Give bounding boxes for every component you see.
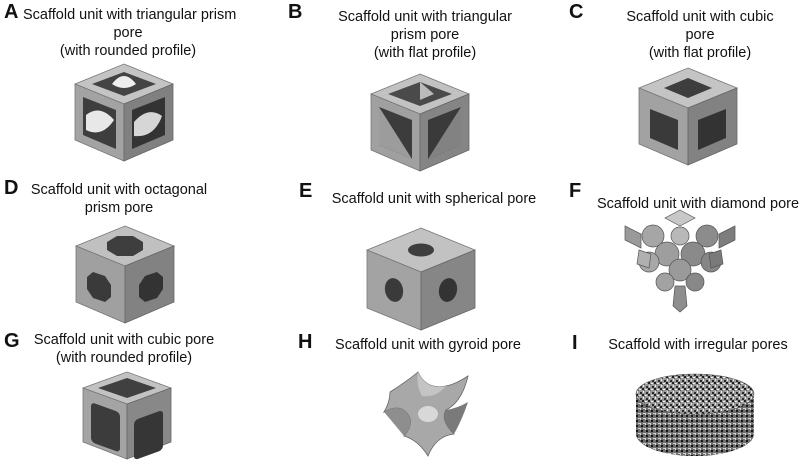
panel-letter: H bbox=[298, 331, 313, 353]
panel-caption: Scaffold unit with cubic pore (with roun… bbox=[33, 332, 215, 366]
panel-caption: Scaffold unit with spherical pore bbox=[331, 191, 537, 207]
panel-caption: Scaffold unit with triangular prism pore… bbox=[338, 9, 512, 61]
panel-letter: D bbox=[4, 177, 19, 199]
panel-letter: G bbox=[4, 330, 20, 352]
diamond-pore-lattice-icon bbox=[624, 209, 736, 313]
panel-caption: Scaffold unit with octagonal prism pore bbox=[30, 182, 208, 216]
panel-letter: I bbox=[572, 332, 578, 354]
triangular-prism-rounded-cube-icon bbox=[73, 63, 175, 162]
panel-letter: A bbox=[4, 1, 19, 23]
panel-letter: E bbox=[299, 180, 313, 202]
panel-caption: Scaffold unit with triangular prism pore… bbox=[23, 7, 237, 59]
panel-caption: Scaffold with irregular pores bbox=[608, 337, 788, 353]
cubic-rounded-cube-icon bbox=[81, 371, 173, 460]
panel-caption: Scaffold unit with gyroid pore bbox=[335, 337, 521, 353]
panel-letter: B bbox=[288, 1, 303, 23]
gyroid-pore-icon bbox=[382, 371, 469, 457]
irregular-pore-cylinder-icon bbox=[635, 373, 755, 456]
triangular-prism-flat-cube-icon bbox=[369, 73, 471, 172]
panel-letter: F bbox=[569, 180, 582, 202]
panel-caption: Scaffold unit with cubic pore (with flat… bbox=[626, 9, 774, 61]
octagonal-prism-cube-icon bbox=[74, 225, 176, 324]
cubic-flat-cube-icon bbox=[637, 67, 739, 166]
spherical-pore-cube-icon bbox=[365, 227, 477, 331]
panel-caption: Scaffold unit with diamond pore bbox=[596, 196, 800, 212]
panel-letter: C bbox=[569, 1, 584, 23]
